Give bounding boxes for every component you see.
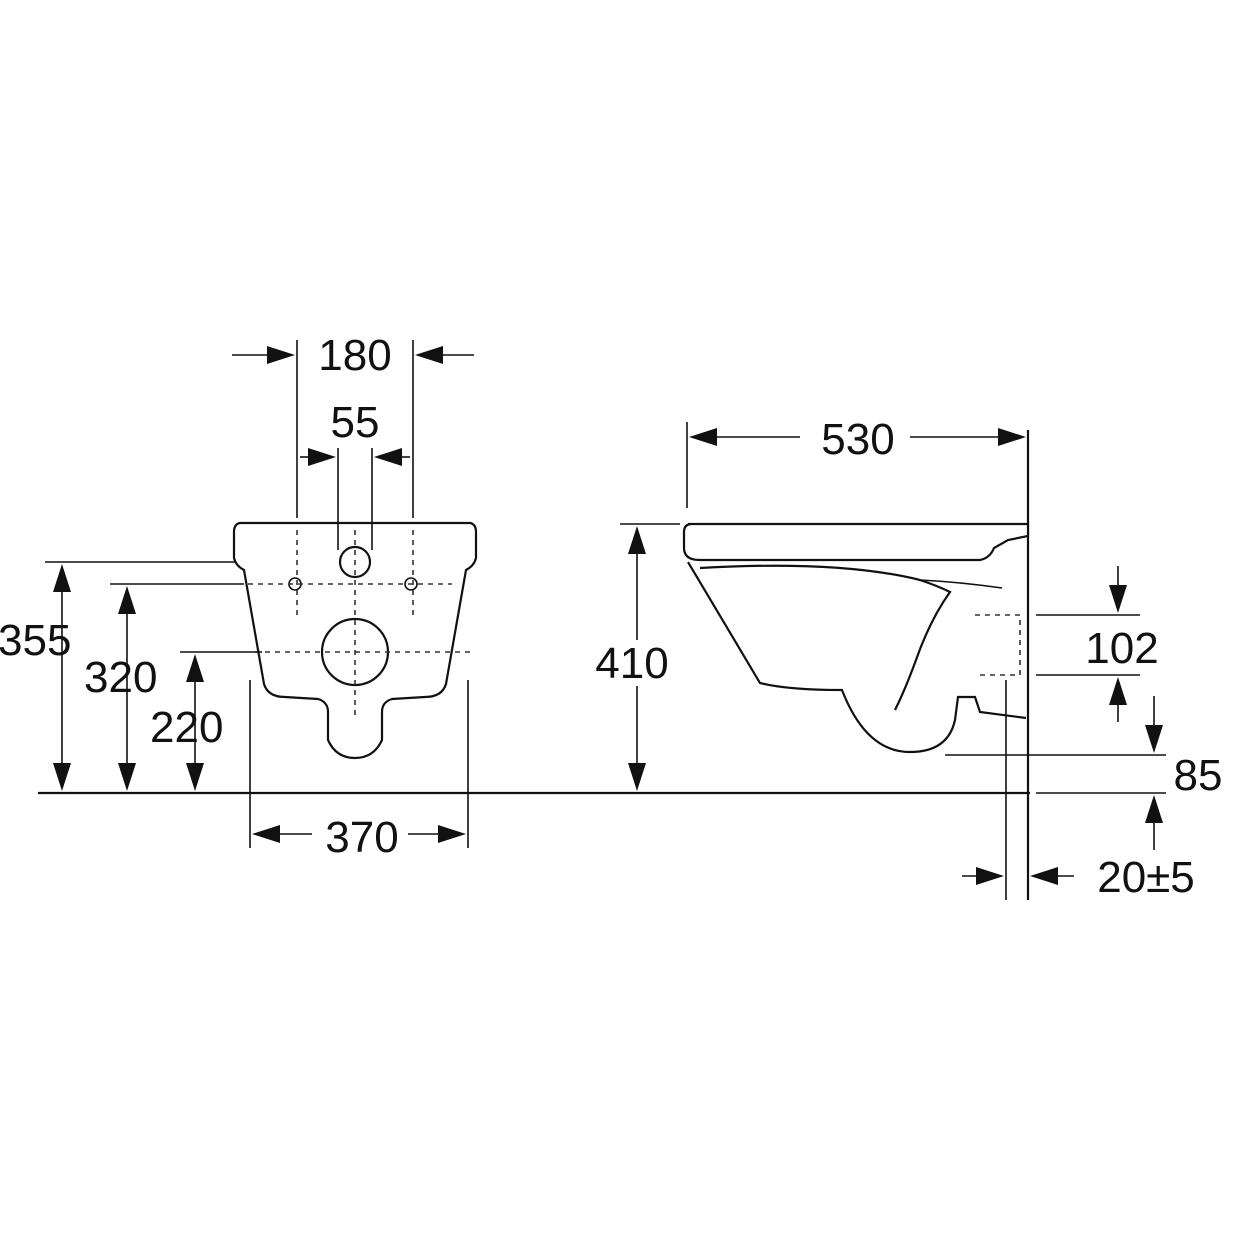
- side-view-outline: [682, 522, 1030, 562]
- rim-curve: [919, 579, 1003, 589]
- arrow-85-bottom: [1145, 795, 1163, 823]
- arrow-20-left: [976, 867, 1004, 885]
- arrow-410-bottom: [628, 763, 646, 791]
- arrow-55-left: [308, 448, 336, 466]
- arrow-102-top: [1109, 585, 1127, 613]
- dim-label-85: 85: [1174, 751, 1223, 800]
- arrow-410-top: [628, 526, 646, 554]
- dim-label-180: 180: [318, 331, 391, 380]
- dim-label-20: 20±5: [1097, 853, 1195, 902]
- arrow-320-bottom: [118, 763, 136, 791]
- bowl-inner-curve: [699, 564, 952, 711]
- arrow-85-top: [1145, 725, 1163, 753]
- arrow-102-bottom: [1109, 677, 1127, 705]
- arrow-355-bottom: [53, 763, 71, 791]
- arrow-180-right: [415, 346, 443, 364]
- arrow-55-right: [374, 448, 402, 466]
- bowl-body: [687, 561, 1027, 754]
- arrow-220-top: [186, 654, 204, 682]
- arrow-370-right: [438, 825, 466, 843]
- dim-label-55: 55: [331, 398, 380, 447]
- arrow-355-top: [53, 564, 71, 592]
- side-view: 530 410 102 85 20±5: [595, 415, 1222, 902]
- inlet-circle: [338, 545, 372, 579]
- dim-label-102: 102: [1085, 624, 1158, 673]
- arrow-530-left: [689, 428, 717, 446]
- dim-label-370: 370: [325, 813, 398, 862]
- arrow-220-bottom: [186, 763, 204, 791]
- dim-label-410: 410: [595, 639, 668, 688]
- inlet-dashed-outline: [975, 614, 1021, 676]
- arrow-530-right: [998, 428, 1026, 446]
- arrow-180-left: [267, 346, 295, 364]
- dim-label-530: 530: [821, 415, 894, 464]
- dim-label-355: 355: [0, 616, 71, 665]
- arrow-320-top: [118, 586, 136, 614]
- arrow-370-left: [252, 825, 280, 843]
- dim-label-220: 220: [150, 703, 223, 752]
- arrow-20-right: [1030, 867, 1058, 885]
- fixing-hole-right: [404, 577, 418, 591]
- dim-label-320: 320: [84, 653, 157, 702]
- front-view: 180 55 355 320 220 370: [0, 331, 478, 862]
